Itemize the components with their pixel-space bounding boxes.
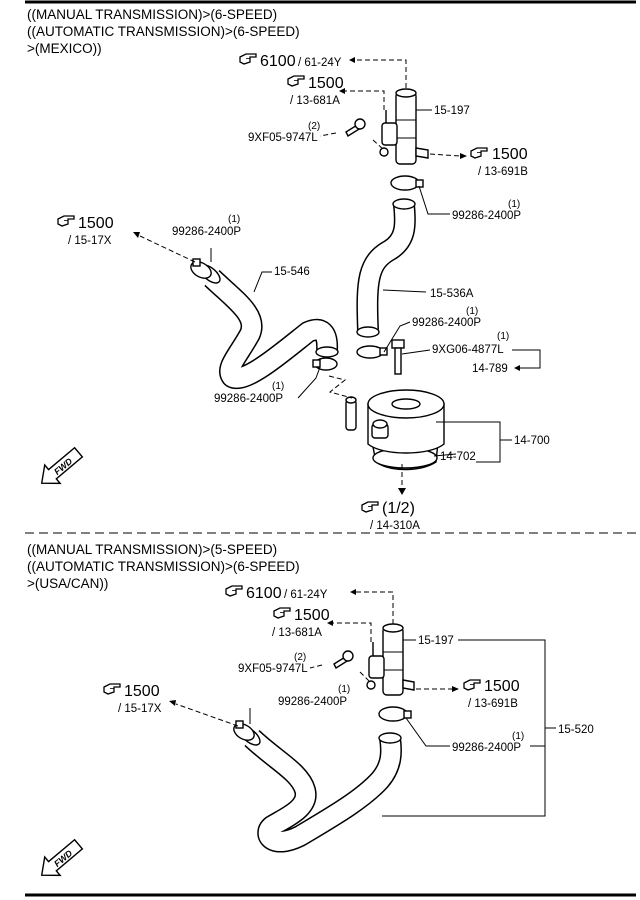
label-15-197: 15-197 xyxy=(418,635,454,647)
label-clamp1-qty: (1) xyxy=(508,199,520,210)
hose-clamp-2 xyxy=(190,258,212,279)
ref-hand-icon xyxy=(463,679,481,691)
oil-cooler-14-700 xyxy=(345,389,445,471)
ref-12-sub: / 14-310A xyxy=(370,520,420,532)
ref-1500a-main: 1500 xyxy=(294,607,330,624)
bolt-9xf05-9747l xyxy=(345,118,366,138)
section-1-header-line-3: >(MEXICO)) xyxy=(27,41,102,56)
label-clamp2: 99286-2400P xyxy=(172,226,241,238)
section-1-header-line-1: ((MANUAL TRANSMISSION)>(6-SPEED) xyxy=(27,7,277,22)
fwd-arrow-icon: FWD xyxy=(40,838,84,877)
ref-1500c-main: 1500 xyxy=(124,683,160,700)
ref-1500c-sub: / 15-17X xyxy=(118,703,162,715)
thermostat-housing-15-197 xyxy=(379,88,429,165)
label-clamp2-qty: (1) xyxy=(228,214,240,225)
bolt-9xg06-4877l xyxy=(391,339,405,375)
label-clamp1-qty: (1) xyxy=(512,731,524,742)
ref-6100-sub: / 61-24Y xyxy=(298,57,342,69)
label-clamp2-qty: (1) xyxy=(338,684,350,695)
ref-6100-sub: / 61-24Y xyxy=(284,589,328,601)
ref-hand-icon xyxy=(103,683,121,695)
ref-hand-icon xyxy=(287,75,305,87)
section-2-header-line-1: ((MANUAL TRANSMISSION)>(5-SPEED) xyxy=(27,542,277,557)
label-9xf05-9747l: 9XF05-9747L xyxy=(248,132,318,144)
ref-hand-icon xyxy=(273,607,291,619)
ref-1500a-sub: / 13-681A xyxy=(272,627,322,639)
label-clamp1: 99286-2400P xyxy=(452,742,521,754)
ref-12-main: (1/2) xyxy=(382,500,415,517)
hose-clamp-3 xyxy=(356,345,388,359)
label-bolt-qty: (2) xyxy=(308,121,320,132)
ref-hand-icon xyxy=(225,585,243,597)
thermostat-housing-15-197 xyxy=(366,623,415,696)
ref-1500b-main: 1500 xyxy=(484,678,520,695)
label-clamp2: 99286-2400P xyxy=(278,696,347,708)
ref-hand-icon xyxy=(57,215,75,227)
label-15-197: 15-197 xyxy=(434,105,470,117)
label-14-700: 14-700 xyxy=(514,435,550,447)
label-15-520: 15-520 xyxy=(558,724,594,736)
label-bolt-qty: (2) xyxy=(294,652,306,663)
ref-1500b-sub: / 13-691B xyxy=(468,698,518,710)
hose-clamp-1 xyxy=(378,706,412,722)
label-14-789: 14-789 xyxy=(472,363,508,375)
section-1-header-line-2: ((AUTOMATIC TRANSMISSION)>(6-SPEED) xyxy=(27,24,300,39)
bolt-9xf05-9747l xyxy=(333,650,354,670)
ref-hand-icon xyxy=(239,53,257,65)
ref-1500a-sub: / 13-681A xyxy=(290,95,340,107)
label-clamp3-qty: (1) xyxy=(466,306,478,317)
label-9xg06-4877l: 9XG06-4877L xyxy=(432,344,504,356)
ref-1500b-sub: / 13-691B xyxy=(478,166,528,178)
ref-1500c-sub: / 15-17X xyxy=(68,235,112,247)
label-14-702: 14-702 xyxy=(440,451,476,463)
label-9xf05-9747l: 9XF05-9747L xyxy=(238,663,308,675)
label-15-546: 15-546 xyxy=(274,266,310,278)
fwd-arrow-icon: FWD xyxy=(40,446,84,485)
hose-clamp-2 xyxy=(233,720,255,741)
section-1: ((MANUAL TRANSMISSION)>(6-SPEED) ((AUTOM… xyxy=(27,7,550,532)
label-15-536a: 15-536A xyxy=(430,288,474,300)
hose-clamp-1 xyxy=(390,175,424,191)
label-clamp4: 99286-2400P xyxy=(214,393,283,405)
ref-1500c-main: 1500 xyxy=(78,215,114,232)
ref-1500a-main: 1500 xyxy=(308,75,344,92)
ref-hand-icon xyxy=(470,147,488,159)
ref-6100-main: 6100 xyxy=(246,585,282,602)
label-bolt2-qty: (1) xyxy=(497,331,509,342)
label-clamp4-qty: (1) xyxy=(272,381,284,392)
section-2-header-line-2: ((AUTOMATIC TRANSMISSION)>(6-SPEED) xyxy=(27,559,300,574)
label-clamp3: 99286-2400P xyxy=(412,317,481,329)
section-2: ((MANUAL TRANSMISSION)>(5-SPEED) ((AUTOM… xyxy=(27,542,594,877)
ref-hand-icon xyxy=(361,501,379,513)
ref-1500b-main: 1500 xyxy=(492,146,528,163)
hose-clamp-4 xyxy=(312,357,338,371)
section-2-header-line-3: >(USA/CAN)) xyxy=(27,576,108,591)
ref-6100-main: 6100 xyxy=(260,53,296,70)
label-clamp1: 99286-2400P xyxy=(452,210,521,222)
